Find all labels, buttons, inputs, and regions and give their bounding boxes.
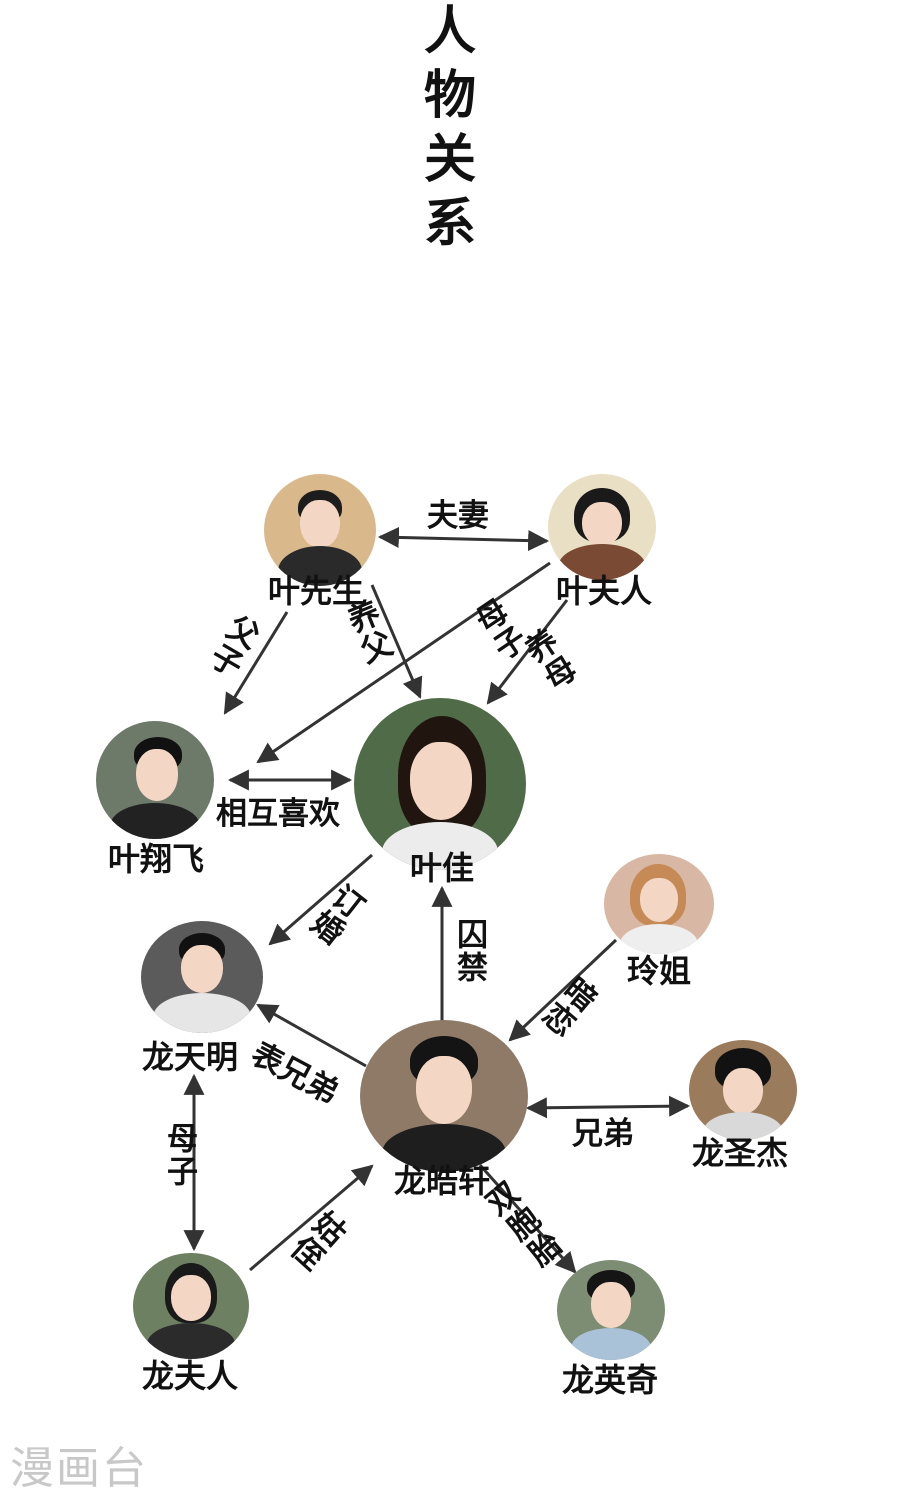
name-long-shengjie: 龙圣杰 bbox=[692, 1134, 789, 1172]
label-xiongdi: 兄弟 bbox=[572, 1116, 634, 1152]
arrow-xiongdi bbox=[525, 1095, 691, 1119]
arrow-fuzi bbox=[223, 611, 289, 715]
name-ye-furen: 叶夫人 bbox=[556, 572, 653, 610]
avatar-long-yingqi bbox=[557, 1260, 665, 1360]
avatar-long-haoxuan bbox=[360, 1020, 528, 1172]
name-long-haoxuan: 龙皓轩 bbox=[394, 1162, 491, 1200]
avatar-long-shengjie bbox=[689, 1040, 797, 1140]
label-xianghu-xihuan: 相互喜欢 bbox=[216, 796, 340, 832]
avatar-ling-jie bbox=[604, 854, 714, 954]
avatar-long-furen bbox=[133, 1253, 249, 1359]
page-title-text: 人物关系 bbox=[423, 1, 476, 254]
arrow-shuangbaotai bbox=[478, 1164, 577, 1274]
name-ye-xiangfei: 叶翔飞 bbox=[108, 840, 205, 878]
watermark: 漫画台 bbox=[10, 1443, 148, 1494]
avatar-ye-jia bbox=[354, 698, 526, 870]
label-qinjin: 囚禁 bbox=[451, 918, 487, 984]
arrow-biaoxiongdi bbox=[256, 1003, 367, 1068]
arrow-muzi-top bbox=[256, 561, 551, 764]
arrow-fuqi bbox=[377, 526, 550, 552]
avatar-ye-xiansheng bbox=[264, 474, 376, 586]
name-long-furen: 龙夫人 bbox=[142, 1357, 239, 1395]
avatar-ye-xiangfei bbox=[96, 721, 214, 839]
avatar-ye-furen bbox=[548, 474, 656, 580]
label-muzi-bottom: 母子 bbox=[161, 1122, 197, 1188]
avatar-long-tianming bbox=[141, 921, 263, 1033]
arrow-guzhi bbox=[249, 1164, 374, 1272]
arrow-yangmu bbox=[486, 599, 569, 705]
page-title: 人物关系 bbox=[420, 0, 480, 256]
name-ye-xiansheng: 叶先生 bbox=[268, 572, 365, 610]
name-ye-jia: 叶佳 bbox=[410, 849, 475, 887]
label-fuqi: 夫妻 bbox=[427, 498, 489, 534]
name-long-tianming: 龙天明 bbox=[142, 1038, 239, 1076]
arrow-yangfu bbox=[370, 584, 423, 699]
name-ling-jie: 玲姐 bbox=[627, 952, 692, 990]
name-long-yingqi: 龙英奇 bbox=[562, 1361, 659, 1399]
